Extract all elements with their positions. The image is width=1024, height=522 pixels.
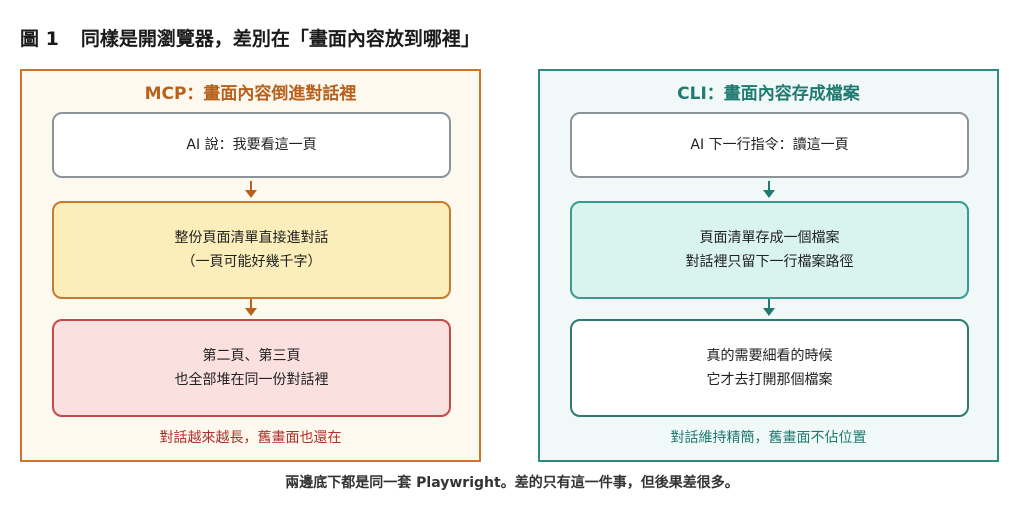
figure-title: 圖 1 同樣是開瀏覽器，差別在「畫面內容放到哪裡」 [20, 24, 480, 51]
mcp-step-request-box: AI 說：我要看這一頁 [52, 112, 451, 178]
figure-caption: 兩邊底下都是同一套 Playwright。差的只有這一件事，但後果差很多。 [285, 475, 739, 491]
figure-title-text: 同樣是開瀏覽器，差別在「畫面內容放到哪裡」 [80, 28, 480, 50]
mcp-step-accumulate-line1: 第二頁、第三頁 [202, 348, 301, 364]
mcp-step-dump-line1: 整份頁面清單直接進對話 [174, 230, 329, 246]
mcp-arrow-down-icon-2 [245, 299, 257, 316]
cli-panel-footer: 對話維持精簡，舊畫面不佔位置 [670, 430, 867, 446]
mcp-step-request-text: AI 說：我要看這一頁 [186, 137, 317, 153]
mcp-step-dump-line2: （一頁可能好幾千字） [181, 254, 322, 270]
mcp-arrow-down-icon [245, 181, 257, 198]
mcp-step-dump-box: 整份頁面清單直接進對話 （一頁可能好幾千字） [52, 201, 451, 299]
cli-step-save-file-line1: 頁面清單存成一個檔案 [699, 230, 840, 246]
mcp-step-accumulate-line2: 也全部堆在同一份對話裡 [174, 372, 329, 388]
mcp-panel: MCP：畫面內容倒進對話裡 AI 說：我要看這一頁 整份頁面清單直接進對話 （一… [20, 69, 481, 462]
cli-arrow-down-icon [763, 181, 775, 198]
mcp-panel-title: MCP：畫面內容倒進對話裡 [144, 84, 357, 104]
cli-panel-title: CLI：畫面內容存成檔案 [677, 84, 860, 104]
cli-step-open-file-line1: 真的需要細看的時候 [706, 348, 833, 364]
cli-panel: CLI：畫面內容存成檔案 AI 下一行指令：讀這一頁 頁面清單存成一個檔案 對話… [538, 69, 999, 462]
mcp-panel-footer: 對話越來越長，舊畫面也還在 [159, 430, 342, 446]
cli-step-save-file-line2: 對話裡只留下一行檔案路徑 [685, 254, 854, 270]
cli-step-open-file-box: 真的需要細看的時候 它才去打開那個檔案 [570, 319, 969, 417]
figure-number: 圖 1 [20, 28, 59, 50]
mcp-step-accumulate-box: 第二頁、第三頁 也全部堆在同一份對話裡 [52, 319, 451, 417]
cli-step-command-box: AI 下一行指令：讀這一頁 [570, 112, 969, 178]
cli-step-save-file-box: 頁面清單存成一個檔案 對話裡只留下一行檔案路徑 [570, 201, 969, 299]
cli-step-open-file-line2: 它才去打開那個檔案 [706, 372, 833, 388]
cli-step-command-text: AI 下一行指令：讀這一頁 [690, 137, 849, 153]
cli-arrow-down-icon-2 [763, 299, 775, 316]
